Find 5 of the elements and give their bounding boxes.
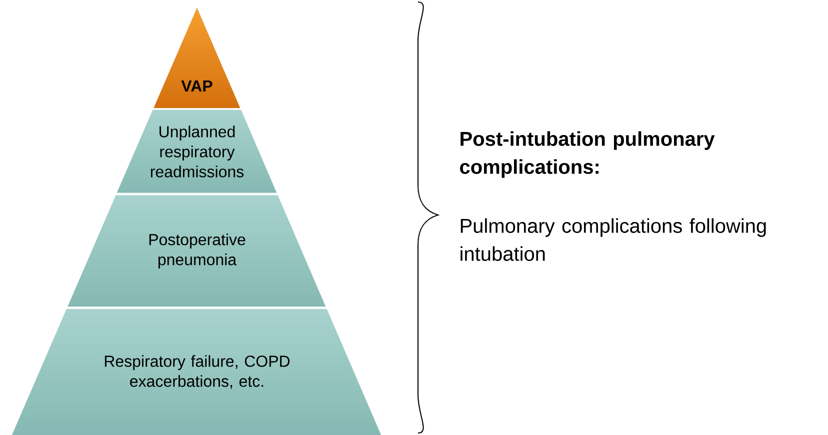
pyramid-level: VAP <box>154 8 240 108</box>
description-text: Pulmonary complications following intubation <box>460 218 766 261</box>
pyramid-level: Respiratory failure, COPD exacerbations, etc. <box>12 308 382 435</box>
heading: Post-intubation pulmonary complications: <box>460 131 715 178</box>
pyramid-level: Unplanned respiratory readmissions <box>116 110 277 194</box>
